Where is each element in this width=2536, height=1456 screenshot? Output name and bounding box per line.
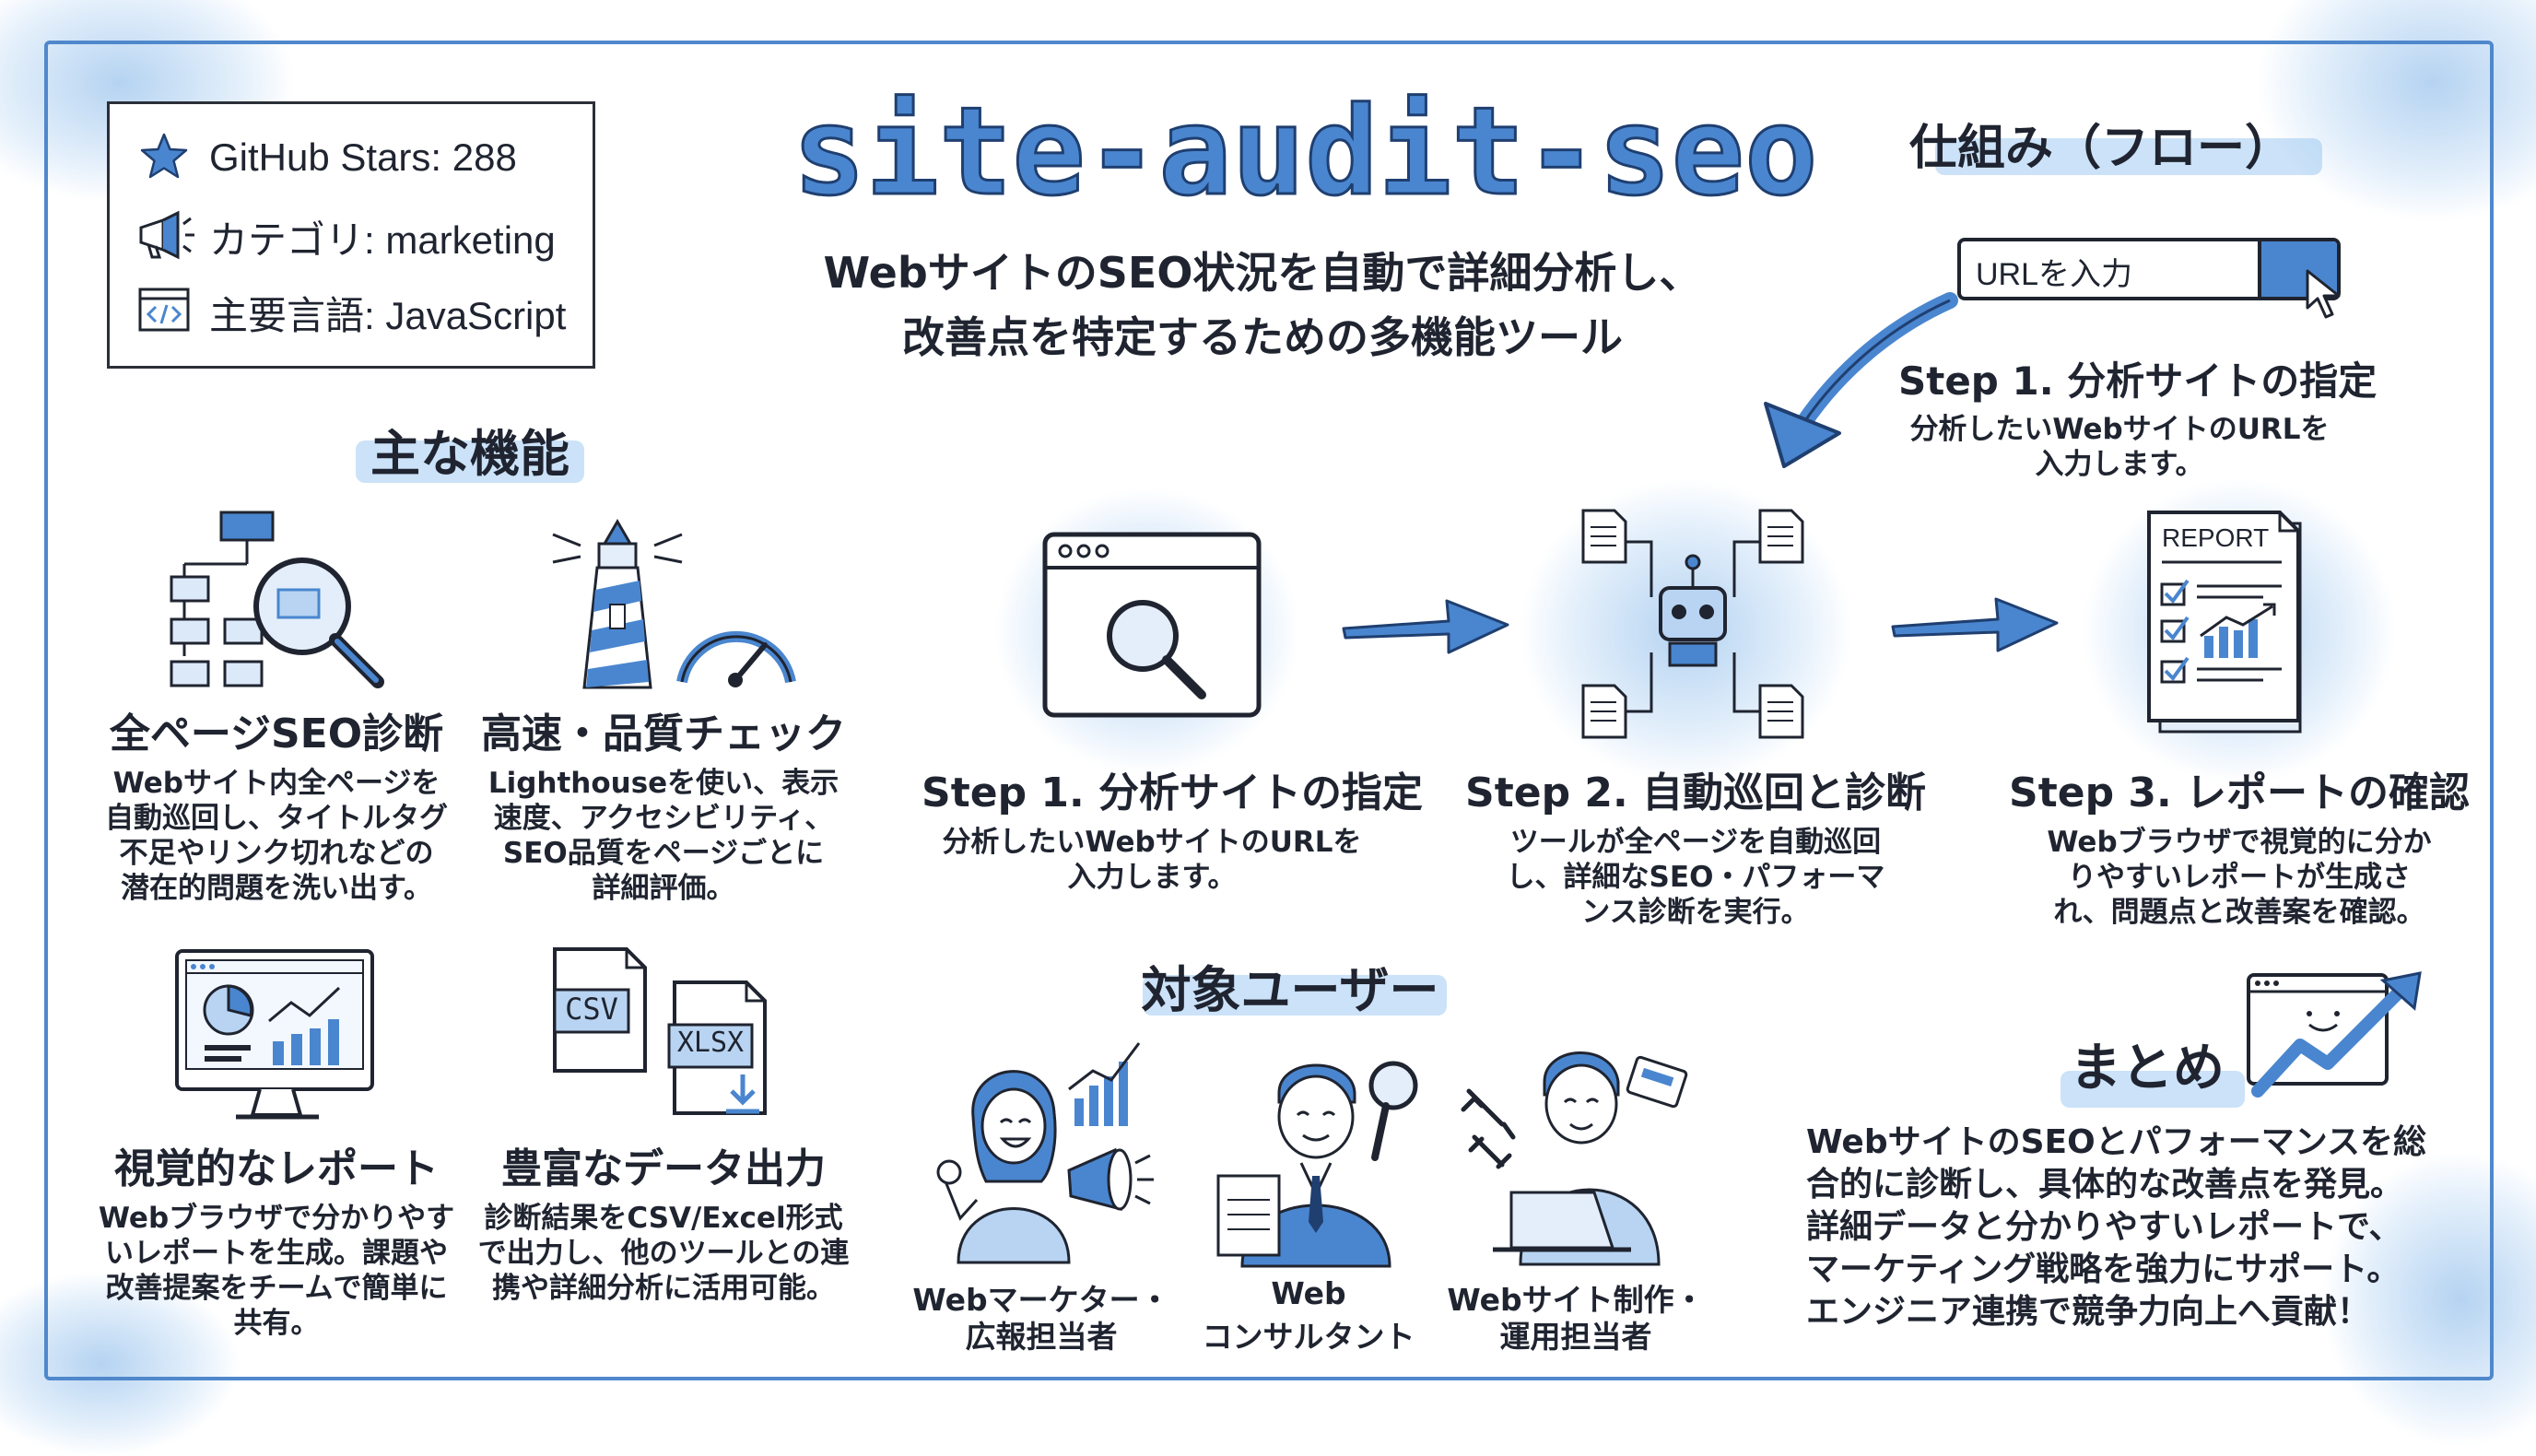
- language-text: 主要言語: JavaScript: [209, 294, 567, 337]
- feature-4-title: 豊富なデータ出力: [501, 1145, 826, 1192]
- summary-line-1: WebサイトのSEOとパフォーマンスを総: [1806, 1123, 2427, 1161]
- step-3-desc-2: りやすいレポートが生成さ: [2068, 861, 2411, 894]
- marketer-avatar-icon: [936, 1042, 1154, 1264]
- feature-2-desc-1: Lighthouseを使い、表示: [487, 767, 839, 800]
- cursor-icon: [2306, 269, 2341, 319]
- lighthouse-gauge-icon: [552, 519, 796, 689]
- summary-line-3: 詳細データと分かりやすいレポートで、: [1806, 1208, 2402, 1246]
- user-2-line-2: コンサルタント: [1202, 1319, 1415, 1355]
- summary-line-2: 合的に診断し、具体的な改善点を発見。: [1806, 1166, 2404, 1204]
- feature-2-title: 高速・品質チェック: [481, 710, 846, 757]
- summary-line-4: マーケティング戦略を強力にサポート。: [1806, 1251, 2401, 1288]
- outer-frame: [44, 41, 2494, 1380]
- feature-3-desc-4: 共有。: [233, 1307, 320, 1340]
- step-2-title: Step 2. 自動巡回と診断: [1465, 769, 1927, 816]
- user-2-line-1: Web: [1271, 1275, 1346, 1311]
- xlsx-label: XLSX: [676, 1027, 745, 1059]
- feature-4-desc-3: 携や詳細分析に活用可能。: [492, 1272, 835, 1305]
- curved-arrow-icon: [1764, 292, 1958, 468]
- feature-1-desc-4: 潜在的問題を洗い出す。: [121, 872, 432, 905]
- subtitle-line-2: 改善点を特定するための多機能ツール: [902, 312, 1623, 362]
- category-text: カテゴリ: marketing: [209, 218, 556, 262]
- flow-heading: 仕組み（フロー）: [1908, 121, 2293, 176]
- stars-text: GitHub Stars: 288: [209, 135, 517, 179]
- flow-arrow-2-icon: [1891, 597, 2059, 652]
- feature-3-title: 視覚的なレポート: [114, 1145, 439, 1192]
- step-3-desc-1: Webブラウザで視覚的に分か: [2047, 826, 2432, 859]
- consultant-avatar-icon: [1216, 1061, 1418, 1268]
- flow-arrow-1-icon: [1342, 599, 1509, 654]
- sitemap-magnifier-icon: [170, 511, 384, 688]
- intro-step-title: Step 1. 分析サイトの指定: [1898, 358, 2378, 404]
- step-3-desc-3: れ、問題点と改善案を確認。: [2053, 896, 2425, 929]
- step-2-desc-2: し、詳細なSEO・パフォーマ: [1506, 861, 1885, 894]
- intro-step-desc-2: 入力します。: [2035, 448, 2204, 481]
- feature-4-desc-1: 診断結果をCSV/Excel形式: [484, 1202, 843, 1235]
- feature-2-desc-3: SEO品質をページごとに: [502, 837, 825, 870]
- feature-1-title: 全ページSEO診断: [109, 710, 444, 757]
- feature-1-desc-1: Webサイト内全ページを: [112, 767, 440, 800]
- megaphone-icon: [139, 210, 194, 260]
- info-box: GitHub Stars: 288 カテゴリ: marketing 主要言語: …: [107, 101, 595, 369]
- csv-label: CSV: [565, 992, 618, 1027]
- features-heading: 主な機能: [370, 425, 569, 483]
- page-title: site-audit-seo: [792, 80, 1820, 225]
- user-3-line-1: Webサイト制作・: [1447, 1282, 1705, 1318]
- monitor-chart-icon: [175, 949, 374, 1120]
- step-2-desc-1: ツールが全ページを自動巡回: [1509, 826, 1882, 859]
- robot-crawler-icon: [1581, 509, 1804, 739]
- code-icon: [138, 288, 190, 332]
- step-2-desc-3: ンス診断を実行。: [1581, 896, 1810, 929]
- feature-1-desc-3: 不足やリンク切れなどの: [119, 837, 434, 870]
- feature-3-desc-3: 改善提案をチームで簡単に: [105, 1272, 448, 1305]
- growth-chart-icon: [2247, 971, 2422, 1098]
- feature-2-desc-2: 速度、アクセシビリティ、: [493, 802, 834, 835]
- report-label: REPORT: [2162, 523, 2270, 552]
- report-icon: [2147, 511, 2302, 734]
- feature-4-desc-2: で出力し、他のツールとの連: [477, 1237, 850, 1270]
- step-1-desc-2: 入力します。: [1067, 861, 1237, 894]
- summary-line-5: エンジニア連携で競争力向上へ貢献！: [1806, 1293, 2371, 1331]
- feature-3-desc-2: いレポートを生成。課題や: [105, 1237, 448, 1270]
- url-input-text: URLを入力: [1976, 257, 2133, 292]
- intro-step-desc-1: 分析したいWebサイトのURLを: [1909, 413, 2330, 446]
- star-icon: [140, 133, 188, 179]
- users-heading: 対象ユーザー: [1141, 961, 1439, 1019]
- url-input[interactable]: URLを入力: [1957, 238, 2341, 300]
- file-export-icon: [553, 947, 767, 1115]
- step-1-desc-1: 分析したいWebサイトのURLを: [942, 826, 1362, 859]
- step-1-title: Step 1. 分析サイトの指定: [922, 769, 1424, 816]
- step-3-title: Step 3. レポートの確認: [2009, 769, 2471, 816]
- feature-3-desc-1: Webブラウザで分かりやす: [98, 1202, 455, 1235]
- feature-1-desc-2: 自動巡回し、タイトルタグ: [105, 802, 448, 835]
- feature-2-desc-4: 詳細評価。: [592, 872, 735, 905]
- summary-heading: まとめ: [2070, 1039, 2225, 1098]
- browser-search-icon: [1042, 532, 1262, 718]
- user-1-line-1: Webマーケター・: [912, 1282, 1170, 1318]
- developer-avatar-icon: [1461, 1051, 1688, 1266]
- user-3-line-2: 運用担当者: [1499, 1319, 1652, 1355]
- subtitle-line-1: WebサイトのSEO状況を自動で詳細分析し、: [823, 248, 1702, 298]
- user-1-line-2: 広報担当者: [965, 1319, 1118, 1355]
